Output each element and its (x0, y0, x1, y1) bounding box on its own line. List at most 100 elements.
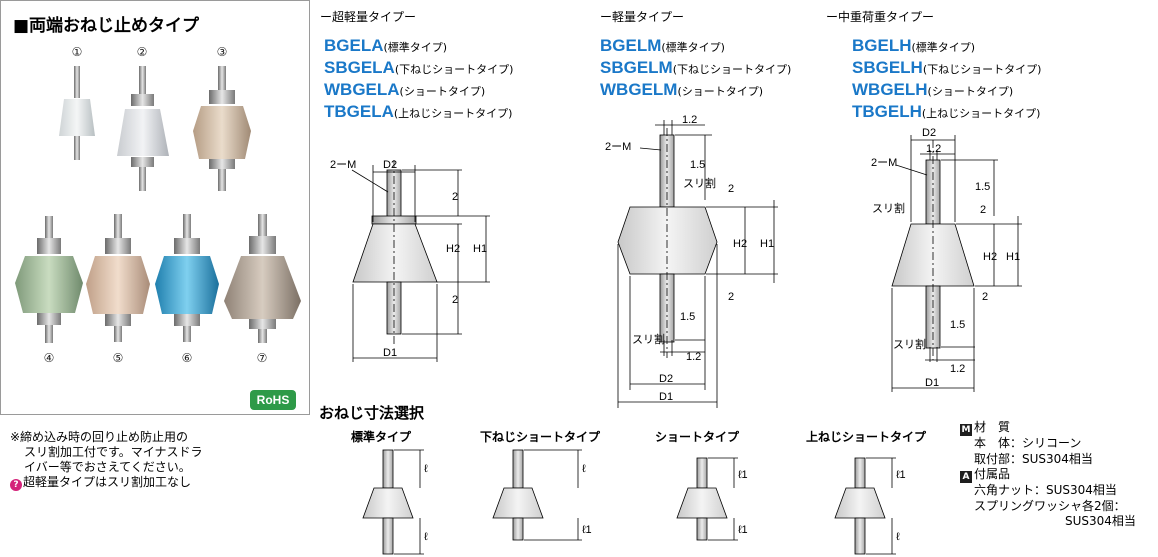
model-list-heavy: BGELH(標準タイプ) SBGELH(下ねじショートタイプ) WBGELH(シ… (852, 36, 1041, 124)
model-code: TBGELA (324, 102, 394, 121)
note-line-4: 超軽量タイプはスリ割加工なし (23, 475, 192, 489)
photo-mount-2 (117, 66, 169, 191)
dim-w12-bottom: 1.2 (950, 363, 965, 375)
dim-h15-top: 1.5 (975, 181, 990, 193)
selection-drawings (362, 449, 896, 555)
note-line-2: スリ割加工付です。マイナスドラ (24, 445, 203, 459)
drawing-ultralight (351, 160, 490, 362)
model-code: SBGELH (852, 58, 923, 77)
photo-number-4: ④ (43, 351, 55, 365)
note-line-1: ※締め込み時の回り止め防止用の (10, 430, 189, 444)
dim-h15-bottom: 1.5 (950, 319, 965, 331)
model-list-ultralight: BGELA(標準タイプ) SBGELA(下ねじショートタイプ) WBGELA(シ… (324, 36, 513, 124)
dim-h1: H1 (473, 243, 487, 255)
selection-title: おねじ寸法選択 (319, 404, 425, 422)
rohs-badge: RoHS (250, 390, 296, 410)
photo-mount-5 (86, 214, 150, 342)
model-type: (上ねじショートタイプ) (393, 107, 513, 120)
accessory-washer-material: SUS304相当 (1065, 514, 1136, 528)
dim-d1: D1 (659, 391, 673, 403)
dim-slit-top: スリ割 (872, 201, 905, 215)
photo-mount-3 (193, 66, 251, 191)
notes: ※締め込み時の回り止め防止用の スリ割加工付です。マイナスドラ イバー等でおさえ… (10, 430, 310, 491)
dim-two-top: 2 (980, 204, 986, 216)
model-list-light: BGELM(標準タイプ) SBGELM(下ねじショートタイプ) WBGELM(シ… (600, 36, 791, 102)
dim-h1: H1 (760, 238, 774, 250)
photo-mount-4 (15, 216, 83, 343)
dim-d2: D2 (922, 127, 936, 139)
product-photo-panel: ■両端おねじ止めタイプ (0, 0, 310, 415)
selection-head-standard: 標準タイプ (351, 430, 412, 444)
dim-two-bottom: 2 (452, 294, 458, 306)
dim-l: ℓ (582, 463, 586, 475)
panel-title: ■両端おねじ止めタイプ (13, 16, 200, 36)
dim-h2: H2 (983, 251, 997, 263)
model-type: (下ねじショートタイプ) (672, 63, 792, 76)
accessory-icon: A (960, 471, 972, 483)
model-type: (標準タイプ) (661, 41, 725, 54)
selection-standard (362, 449, 424, 555)
series-heading-light: ー軽量タイプー (600, 10, 685, 24)
dim-slit-bottom: スリ割 (632, 332, 665, 346)
photo-number-7: ⑦ (256, 351, 268, 365)
model-type: (標準タイプ) (911, 41, 976, 54)
model-type: (下ねじショートタイプ) (394, 63, 514, 76)
model-code: WBGELH (852, 80, 928, 99)
dim-h1: H1 (1006, 251, 1020, 263)
note-line-3: イバー等でおさえてください。 (24, 460, 191, 474)
dim-thread: 2ーM (330, 159, 356, 171)
dim-l1: ℓ1 (582, 524, 592, 536)
photo-number-6: ⑥ (181, 351, 193, 365)
accessory-label: 付属品 (974, 467, 1011, 481)
model-code: SBGELM (600, 58, 673, 77)
drawing-heavy (891, 135, 1022, 392)
dim-d2: D2 (659, 373, 673, 385)
dim-two-bottom: 2 (982, 291, 988, 303)
product-photos (15, 66, 301, 343)
material-icon: M (960, 424, 972, 436)
selection-head-short-upper: 上ねじショートタイプ (806, 430, 927, 444)
selection-short-upper (834, 457, 896, 555)
dim-l1: ℓ1 (738, 524, 748, 536)
model-type: (標準タイプ) (383, 41, 448, 54)
dim-h2: H2 (733, 238, 747, 250)
dim-h15-top: 1.5 (690, 159, 705, 171)
model-code: WBGELM (600, 80, 678, 99)
model-type: (ショートタイプ) (927, 85, 1014, 98)
dim-d2: D2 (383, 159, 397, 171)
model-type: (ショートタイプ) (399, 85, 486, 98)
series-heading-ultralight: ー超軽量タイプー (320, 10, 417, 24)
dim-two-top: 2 (728, 183, 734, 195)
photo-number-2: ② (136, 45, 148, 59)
accessory-washer: スプリングワッシャ各2個： (974, 498, 1126, 513)
model-code: WBGELA (324, 80, 400, 99)
dim-slit-top: スリ割 (683, 176, 716, 190)
photo-number-5: ⑤ (112, 351, 124, 365)
dim-h2: H2 (446, 243, 460, 255)
selection-head-short: ショートタイプ (655, 430, 740, 444)
accessory-nut: 六角ナット：SUS304相当 (974, 483, 1117, 497)
photo-number-3: ③ (216, 45, 228, 59)
dim-w12-top: 1.2 (682, 114, 697, 126)
model-type: (上ねじショートタイプ) (921, 107, 1041, 120)
dim-thread: 2ーM (871, 157, 897, 169)
model-code: TBGELH (852, 102, 922, 121)
drawing-light (617, 120, 778, 408)
model-code: BGELM (600, 36, 662, 55)
material-fitting: 取付部：SUS304相当 (974, 451, 1093, 466)
selection-head-short-lower: 下ねじショートタイプ (480, 430, 601, 444)
model-code: SBGELA (324, 58, 395, 77)
material-label: 材 質 (974, 420, 1011, 434)
dim-two-bottom: 2 (728, 291, 734, 303)
selection-short-lower (492, 449, 582, 541)
selection-short (676, 457, 738, 541)
dim-thread: 2ーM (605, 141, 631, 153)
photo-mount-1 (59, 66, 95, 160)
model-code: BGELH (852, 36, 912, 55)
model-type: (下ねじショートタイプ) (922, 63, 1042, 76)
dim-l: ℓ (896, 531, 900, 543)
dim-l1: ℓ1 (896, 469, 906, 481)
photo-mount-7 (224, 214, 301, 343)
